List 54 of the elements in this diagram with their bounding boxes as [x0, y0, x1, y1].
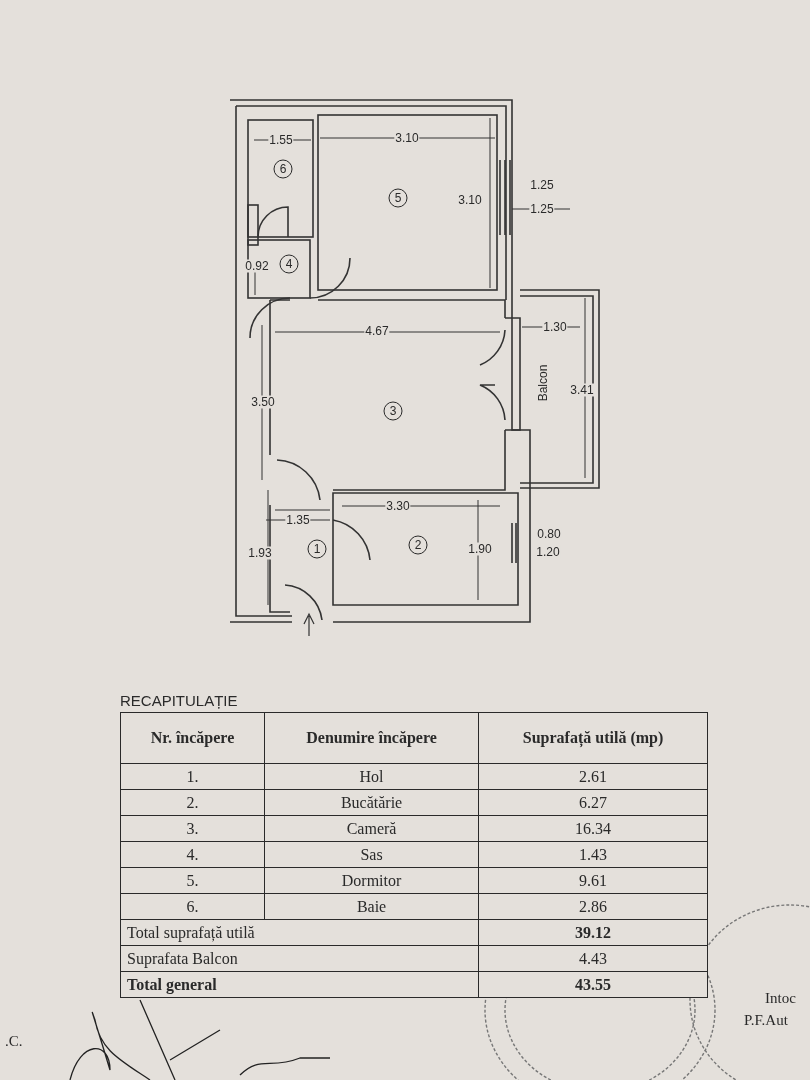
dimension-label: 3.41	[569, 383, 595, 397]
room-number: 3	[383, 401, 403, 421]
dimension-label: 3.10	[394, 131, 420, 145]
table-cell: 4.	[120, 841, 265, 868]
table-cell: Bucătărie	[264, 789, 479, 816]
table-cell: 39.12	[478, 919, 708, 946]
table-cell: 9.61	[478, 867, 708, 894]
dimension-label: 1.30	[542, 320, 568, 334]
dimension-label: 1.93	[247, 546, 273, 560]
table-cell: Total general	[120, 971, 479, 998]
note-text: .C.	[5, 1033, 23, 1050]
table-cell: Sas	[264, 841, 479, 868]
table-cell: Hol	[264, 763, 479, 790]
dimension-label: 3.10	[457, 193, 483, 207]
table-cell: 6.	[120, 893, 265, 920]
dimension-label: 1.55	[268, 133, 294, 147]
dimension-label: 3.50	[250, 395, 276, 409]
table-cell: Dormitor	[264, 867, 479, 894]
room-number: 2	[408, 535, 428, 555]
dimension-label: 0.92	[244, 259, 270, 273]
room-label: Balcon	[536, 363, 550, 403]
table-cell: 16.34	[478, 815, 708, 842]
table-cell: 2.	[120, 789, 265, 816]
table-cell: 4.43	[478, 945, 708, 972]
table-title: RECAPITULAȚIE	[120, 692, 238, 709]
table-cell: Suprafață utilă (mp)	[478, 712, 708, 764]
room-number: 6	[273, 159, 293, 179]
table-cell: Suprafata Balcon	[120, 945, 479, 972]
table-cell: Denumire încăpere	[264, 712, 479, 764]
room-number: 4	[279, 254, 299, 274]
dimension-label: 4.67	[364, 324, 390, 338]
dimension-label: 3.30	[385, 499, 411, 513]
note-text: Intoc	[765, 990, 796, 1007]
dimension-label: 1.25	[529, 202, 555, 216]
table-cell: Total suprafață utilă	[120, 919, 479, 946]
room-number: 1	[307, 539, 327, 559]
table-cell: Cameră	[264, 815, 479, 842]
dimension-label: 1.20	[535, 545, 561, 559]
table-cell: 3.	[120, 815, 265, 842]
dimension-label: 0.80	[536, 527, 562, 541]
table-cell: 6.27	[478, 789, 708, 816]
table-cell: 1.	[120, 763, 265, 790]
table-cell: 5.	[120, 867, 265, 894]
table-cell: Baie	[264, 893, 479, 920]
table-cell: 1.43	[478, 841, 708, 868]
dimension-label: 1.25	[529, 178, 555, 192]
room-number: 5	[388, 188, 408, 208]
table-cell: 43.55	[478, 971, 708, 998]
table-cell: 2.61	[478, 763, 708, 790]
dimension-label: 1.35	[285, 513, 311, 527]
dimension-label: 1.90	[467, 542, 493, 556]
note-text: P.F.Aut	[744, 1012, 788, 1029]
table-cell: Nr. încăpere	[120, 712, 265, 764]
table-cell: 2.86	[478, 893, 708, 920]
